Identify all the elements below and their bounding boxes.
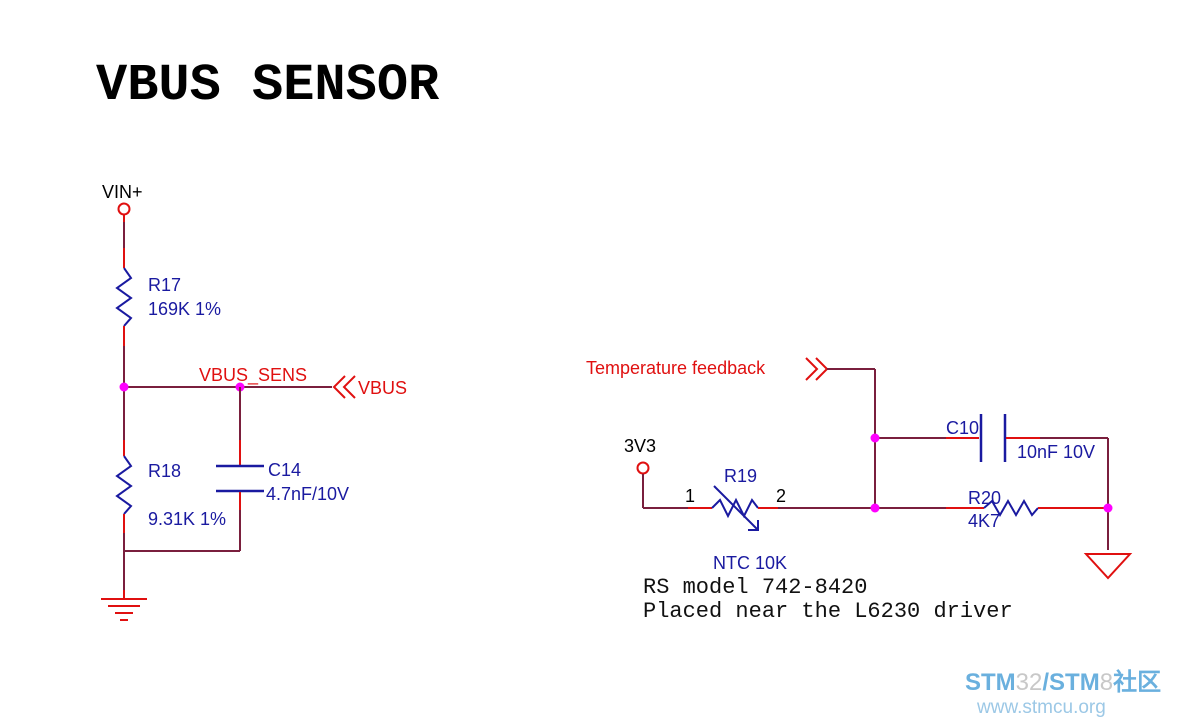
3v3-power-port-label: 3V3 [624, 436, 656, 456]
temperature-feedback-port-label: Temperature feedback [586, 358, 766, 378]
page-title: VBUS SENSOR [96, 56, 440, 115]
r17-resistor-symbol [115, 267, 133, 327]
c14-value: 4.7nF/10V [266, 484, 349, 504]
vbus-port-symbol [342, 375, 356, 399]
c14-ref: C14 [268, 460, 301, 480]
r20-resistor-symbol [983, 498, 1039, 518]
watermark-url: www.stmcu.org [976, 697, 1106, 718]
c10-ref: C10 [946, 418, 979, 438]
ground-symbol [101, 598, 147, 621]
vbus-divider-circuit: VIN+ R17 169K 1% VBUS_SENS VBUS C14 4.7n… [101, 182, 407, 621]
vbus-sens-net-label: VBUS_SENS [199, 365, 307, 386]
watermark-stm-a: STM [965, 669, 1016, 696]
junction-dot [870, 503, 880, 513]
r17-ref: R17 [148, 275, 181, 295]
note-line-2: Placed near the L6230 driver [643, 599, 1013, 624]
junction-dot [870, 433, 880, 443]
thermistor-arrow-icon [748, 520, 759, 531]
c10-value: 10nF 10V [1017, 442, 1095, 462]
watermark-logo: STM32/STM8社区 www.stmcu.org [965, 668, 1161, 718]
r18-resistor-symbol [115, 455, 133, 515]
watermark-community: 社区 [1113, 668, 1161, 696]
3v3-power-port-symbol [636, 461, 650, 475]
watermark-stm-b: STM [1049, 669, 1100, 696]
r19-pin2-number: 2 [776, 486, 786, 506]
note-line-1: RS model 742-8420 [643, 575, 867, 600]
vin-power-port-symbol [117, 202, 131, 216]
watermark-8: 8 [1100, 669, 1113, 696]
r19-ntc-thermistor-symbol [711, 497, 759, 519]
temperature-feedback-port-symbol [805, 357, 819, 381]
watermark-32: 32 [1016, 669, 1043, 696]
r18-value: 9.31K 1% [148, 509, 226, 529]
vbus-port-symbol [332, 375, 346, 399]
r20-value: 4K7 [968, 511, 1000, 531]
r18-ref: R18 [148, 461, 181, 481]
thermistor-slash [713, 485, 759, 531]
r19-ref: R19 [724, 466, 757, 486]
r17-value: 169K 1% [148, 299, 221, 319]
junction-dot [1103, 503, 1113, 513]
watermark-slash: / [1042, 669, 1049, 696]
vin-power-port-label: VIN+ [102, 182, 143, 202]
vbus-port-label: VBUS [358, 378, 407, 398]
temperature-sensor-circuit: Temperature feedback C10 10nF 10V 3V3 1 … [586, 357, 1133, 624]
r19-value: NTC 10K [713, 553, 787, 573]
r19-pin1-number: 1 [685, 486, 695, 506]
svg-text:STM32/STM8社区: STM32/STM8社区 [965, 668, 1161, 696]
ground-symbol [1083, 553, 1133, 580]
junction-dot [119, 382, 129, 392]
r20-ref: R20 [968, 488, 1001, 508]
